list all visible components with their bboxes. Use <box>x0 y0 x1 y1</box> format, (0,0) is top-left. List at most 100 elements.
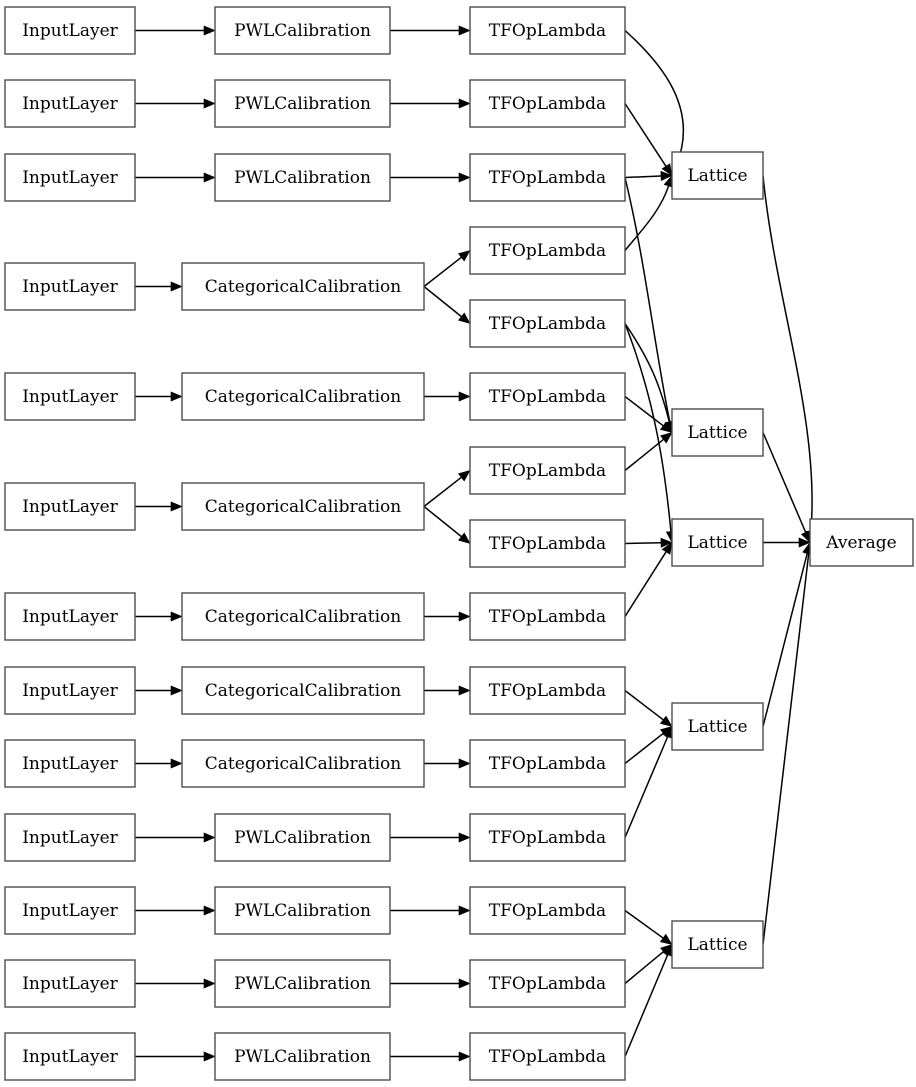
node-box[interactable] <box>671 702 764 751</box>
node-box[interactable] <box>671 151 764 200</box>
node-box[interactable] <box>671 920 764 969</box>
node-cal3-pwlcalibration[interactable]: PWLCalibration <box>214 153 391 202</box>
node-cal9-categoricalcalibration[interactable]: CategoricalCalibration <box>181 739 425 788</box>
node-box[interactable] <box>214 959 391 1008</box>
node-lam5-tfoplambda[interactable]: TFOpLambda <box>469 299 626 348</box>
node-lam2-tfoplambda[interactable]: TFOpLambda <box>469 79 626 128</box>
node-in2-inputlayer[interactable]: InputLayer <box>4 79 136 128</box>
node-cal1-pwlcalibration[interactable]: PWLCalibration <box>214 6 391 55</box>
node-box[interactable] <box>4 666 136 715</box>
node-cal6-categoricalcalibration[interactable]: CategoricalCalibration <box>181 482 425 531</box>
edge-tfoplambda-to-lattice <box>624 177 675 434</box>
node-box[interactable] <box>469 153 626 202</box>
node-lam1-tfoplambda[interactable]: TFOpLambda <box>469 6 626 55</box>
node-cal7-categoricalcalibration[interactable]: CategoricalCalibration <box>181 592 425 641</box>
node-lat2-lattice[interactable]: Lattice <box>671 408 764 457</box>
arrow-head <box>458 832 471 843</box>
node-cal5-categoricalcalibration[interactable]: CategoricalCalibration <box>181 372 425 421</box>
node-box[interactable] <box>214 813 391 862</box>
node-box[interactable] <box>469 813 626 862</box>
node-box[interactable] <box>469 226 626 275</box>
node-in6-inputlayer[interactable]: InputLayer <box>4 482 136 531</box>
node-box[interactable] <box>4 1032 136 1081</box>
node-lat1-lattice[interactable]: Lattice <box>671 151 764 200</box>
node-box[interactable] <box>469 666 626 715</box>
node-box[interactable] <box>4 592 136 641</box>
node-lat4-lattice[interactable]: Lattice <box>671 702 764 751</box>
node-box[interactable] <box>469 886 626 935</box>
node-box[interactable] <box>469 739 626 788</box>
node-in7-inputlayer[interactable]: InputLayer <box>4 592 136 641</box>
node-lam7-tfoplambda[interactable]: TFOpLambda <box>469 446 626 495</box>
node-cal13-pwlcalibration[interactable]: PWLCalibration <box>214 1032 391 1081</box>
node-avg-average[interactable]: Average <box>809 518 914 567</box>
node-box[interactable] <box>4 886 136 935</box>
edge-categoricalcalibration-to-tfoplambda <box>423 505 471 544</box>
node-lam15-tfoplambda[interactable]: TFOpLambda <box>469 1032 626 1081</box>
node-box[interactable] <box>469 6 626 55</box>
node-cal12-pwlcalibration[interactable]: PWLCalibration <box>214 959 391 1008</box>
node-box[interactable] <box>181 372 425 421</box>
node-box[interactable] <box>4 959 136 1008</box>
node-box[interactable] <box>469 959 626 1008</box>
node-lam11-tfoplambda[interactable]: TFOpLambda <box>469 739 626 788</box>
node-lat5-lattice[interactable]: Lattice <box>671 920 764 969</box>
node-box[interactable] <box>214 1032 391 1081</box>
node-box[interactable] <box>4 372 136 421</box>
node-cal10-pwlcalibration[interactable]: PWLCalibration <box>214 813 391 862</box>
node-lam9-tfoplambda[interactable]: TFOpLambda <box>469 592 626 641</box>
node-cal8-categoricalcalibration[interactable]: CategoricalCalibration <box>181 666 425 715</box>
node-box[interactable] <box>469 79 626 128</box>
node-lam4-tfoplambda[interactable]: TFOpLambda <box>469 226 626 275</box>
node-box[interactable] <box>4 79 136 128</box>
edge-categoricalcalibration-to-tfoplambda <box>424 758 471 769</box>
node-box[interactable] <box>4 153 136 202</box>
node-lam10-tfoplambda[interactable]: TFOpLambda <box>469 666 626 715</box>
node-lam14-tfoplambda[interactable]: TFOpLambda <box>469 959 626 1008</box>
node-lam6-tfoplambda[interactable]: TFOpLambda <box>469 372 626 421</box>
node-in3-inputlayer[interactable]: InputLayer <box>4 153 136 202</box>
node-box[interactable] <box>469 519 626 568</box>
node-box[interactable] <box>469 372 626 421</box>
node-box[interactable] <box>181 262 425 311</box>
node-box[interactable] <box>671 518 764 567</box>
node-box[interactable] <box>181 739 425 788</box>
node-in5-inputlayer[interactable]: InputLayer <box>4 372 136 421</box>
node-in1-inputlayer[interactable]: InputLayer <box>4 6 136 55</box>
node-lam8-tfoplambda[interactable]: TFOpLambda <box>469 519 626 568</box>
node-box[interactable] <box>4 6 136 55</box>
node-box[interactable] <box>4 739 136 788</box>
node-in9-inputlayer[interactable]: InputLayer <box>4 739 136 788</box>
node-lam3-tfoplambda[interactable]: TFOpLambda <box>469 153 626 202</box>
arrow-head <box>659 421 673 433</box>
node-lam12-tfoplambda[interactable]: TFOpLambda <box>469 813 626 862</box>
node-in4-inputlayer[interactable]: InputLayer <box>4 262 136 311</box>
node-in11-inputlayer[interactable]: InputLayer <box>4 886 136 935</box>
node-box[interactable] <box>809 518 914 567</box>
node-box[interactable] <box>181 592 425 641</box>
node-box[interactable] <box>671 408 764 457</box>
node-box[interactable] <box>4 813 136 862</box>
node-in10-inputlayer[interactable]: InputLayer <box>4 813 136 862</box>
node-cal11-pwlcalibration[interactable]: PWLCalibration <box>214 886 391 935</box>
node-box[interactable] <box>214 79 391 128</box>
node-in8-inputlayer[interactable]: InputLayer <box>4 666 136 715</box>
node-box[interactable] <box>469 446 626 495</box>
node-box[interactable] <box>4 482 136 531</box>
node-box[interactable] <box>4 262 136 311</box>
node-cal2-pwlcalibration[interactable]: PWLCalibration <box>214 79 391 128</box>
node-box[interactable] <box>469 1032 626 1081</box>
node-cal4-categoricalcalibration[interactable]: CategoricalCalibration <box>181 262 425 311</box>
node-box[interactable] <box>214 153 391 202</box>
node-lam13-tfoplambda[interactable]: TFOpLambda <box>469 886 626 935</box>
edge-tfoplambda-to-lattice <box>624 541 673 617</box>
node-in13-inputlayer[interactable]: InputLayer <box>4 1032 136 1081</box>
node-lat3-lattice[interactable]: Lattice <box>671 518 764 567</box>
node-box[interactable] <box>469 592 626 641</box>
node-box[interactable] <box>214 6 391 55</box>
node-in12-inputlayer[interactable]: InputLayer <box>4 959 136 1008</box>
node-box[interactable] <box>181 482 425 531</box>
node-box[interactable] <box>181 666 425 715</box>
node-box[interactable] <box>214 886 391 935</box>
node-box[interactable] <box>469 299 626 348</box>
